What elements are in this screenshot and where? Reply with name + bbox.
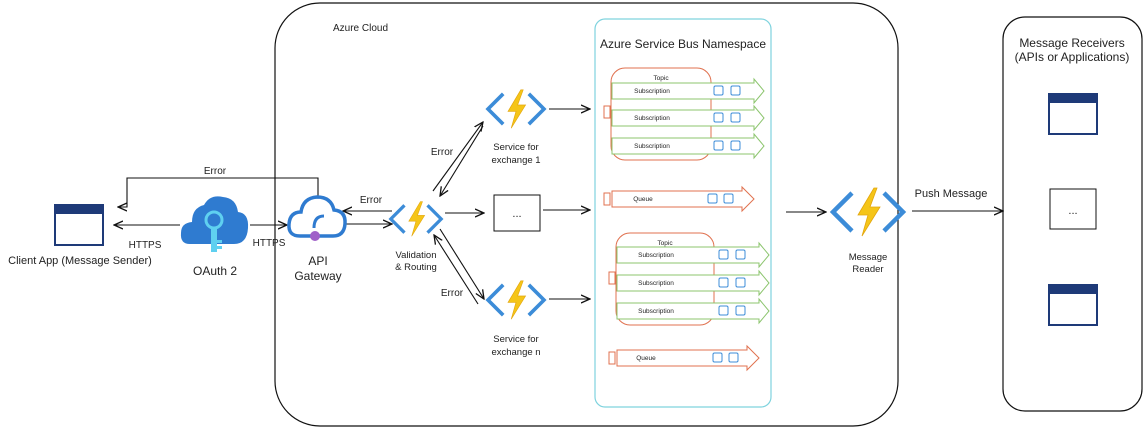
subscription-label: Subscription xyxy=(638,280,674,287)
queue-2-label: Queue xyxy=(636,355,656,362)
receivers-title: Message Receivers xyxy=(1019,36,1124,50)
api-gateway-cloud-icon xyxy=(287,195,347,241)
connectors xyxy=(114,109,1003,305)
error-label-gateway: Error xyxy=(360,195,383,206)
service1-error-edge xyxy=(440,125,484,196)
more-services-label: ... xyxy=(512,208,521,220)
https-label-gateway: HTTPS xyxy=(253,238,286,249)
topic-1-label: Topic xyxy=(653,75,669,82)
message-reader-node: Message Reader xyxy=(833,188,903,275)
subscription-bar: Subscription xyxy=(611,78,765,104)
queue-1-label: Queue xyxy=(633,196,653,203)
window-icon xyxy=(1048,284,1098,326)
receiver-more: ... xyxy=(1049,188,1097,230)
gateway-label-line1: API xyxy=(308,254,327,268)
subscription-bar: Subscription xyxy=(616,270,770,296)
service-exchange-1-node: Service for exchange 1 xyxy=(486,88,546,166)
subscription-bar: Subscription xyxy=(611,133,765,159)
client-app-node: Client App (Message Sender) xyxy=(8,204,152,267)
topic-2-label: Topic xyxy=(657,240,673,247)
more-services-node: ... xyxy=(493,194,541,232)
topic-2: Topic Subscription Subscription Subscrip… xyxy=(608,232,770,326)
service1-label-line2: exchange 1 xyxy=(491,155,540,166)
validation-routing-node: Validation & Routing xyxy=(389,200,443,273)
azure-cloud-label: Azure Cloud xyxy=(333,23,388,34)
error-label-top: Error xyxy=(204,166,227,177)
subscription-label: Subscription xyxy=(634,115,670,122)
service-exchange-n-node: Service for exchange n xyxy=(486,278,546,358)
validation-to-service1-edge xyxy=(432,122,483,192)
validation-label-line2: & Routing xyxy=(395,262,437,273)
servicen-error-edge xyxy=(434,235,479,305)
receiver-app-1 xyxy=(1048,93,1098,135)
validation-to-servicen-edge xyxy=(439,228,484,299)
subscription-label: Subscription xyxy=(634,143,670,150)
servicen-label-line1: Service for xyxy=(493,334,538,345)
subscription-bar: Subscription xyxy=(611,105,765,131)
servicen-label-line2: exchange n xyxy=(491,347,540,358)
https-label-client: HTTPS xyxy=(129,240,162,251)
reader-label-line2: Reader xyxy=(852,264,883,275)
receiver-app-2 xyxy=(1048,284,1098,326)
subscription-label: Subscription xyxy=(634,88,670,95)
service-bus-title: Azure Service Bus Namespace xyxy=(600,37,766,51)
azure-cloud-container xyxy=(274,2,899,427)
receiver-more-label: ... xyxy=(1068,205,1077,217)
error-label-upper: Error xyxy=(431,147,454,158)
queue-1: Queue xyxy=(603,186,755,212)
oauth-label: OAuth 2 xyxy=(193,264,237,278)
subscription-bar: Subscription xyxy=(616,242,770,268)
queue-2: Queue xyxy=(608,345,760,371)
push-message-label: Push Message xyxy=(915,188,988,200)
subscription-bar: Subscription xyxy=(616,298,770,324)
subscription-label: Subscription xyxy=(638,252,674,259)
validation-label-line1: Validation xyxy=(395,250,436,261)
oauth-key-cloud-icon xyxy=(180,196,249,252)
window-icon xyxy=(1048,93,1098,135)
subscription-label: Subscription xyxy=(638,308,674,315)
service1-label-line1: Service for xyxy=(493,142,538,153)
gateway-label-line2: Gateway xyxy=(294,269,341,283)
receivers-subtitle: (APIs or Applications) xyxy=(1015,50,1130,64)
error-edge-top xyxy=(118,177,319,207)
api-gateway-node: API Gateway xyxy=(287,195,347,283)
client-app-label: Client App (Message Sender) xyxy=(8,255,152,267)
reader-label-line1: Message xyxy=(849,252,888,263)
topic-1: Topic Subscription Subscription Subscrip… xyxy=(603,67,765,161)
error-label-lower: Error xyxy=(441,288,464,299)
oauth-node: OAuth 2 xyxy=(180,196,249,278)
window-icon xyxy=(54,204,104,246)
